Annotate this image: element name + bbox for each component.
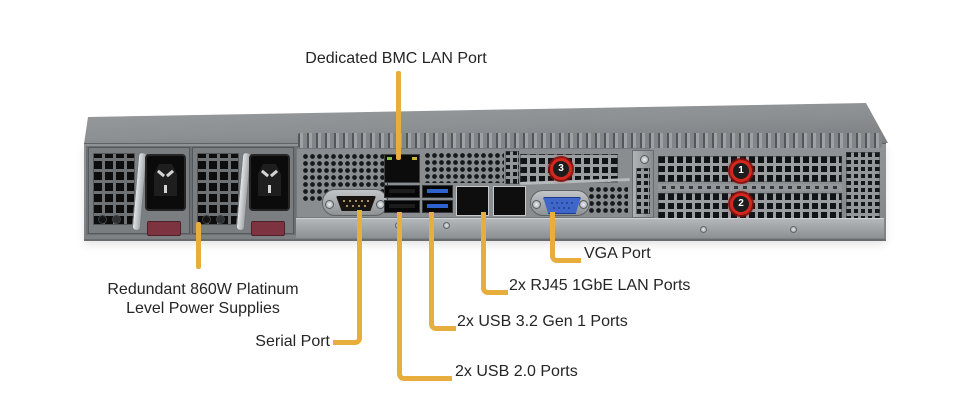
- slot-badge-3: 3: [550, 158, 572, 180]
- callout-line-lan: [481, 212, 508, 295]
- label-power-supplies-line2: Level Power Supplies: [126, 300, 280, 317]
- callout-line-bmc: [396, 71, 401, 160]
- psu-status-led: [216, 215, 225, 224]
- label-serial-port: Serial Port: [255, 333, 330, 350]
- ac-pin: [164, 185, 167, 193]
- label-usb2-ports: 2x USB 2.0 Ports: [455, 363, 578, 380]
- slot-divider-strip: [658, 184, 842, 191]
- psu-status-led: [202, 215, 211, 224]
- screw: [579, 200, 588, 209]
- screw: [790, 226, 797, 233]
- label-power-supplies-line1: Redundant 860W Platinum: [107, 281, 299, 298]
- psu-release-latch: [147, 221, 181, 236]
- vga-pins: [551, 202, 553, 204]
- ac-inlet-face: [258, 164, 281, 196]
- power-supply-2: [192, 147, 294, 236]
- label-lan-ports: 2x RJ45 1GbE LAN Ports: [509, 277, 691, 294]
- ac-pin: [260, 169, 270, 178]
- lan-port-1: [456, 186, 489, 216]
- ac-pin: [269, 169, 279, 178]
- psu-release-latch: [251, 221, 285, 236]
- lan-led-amber: [412, 157, 417, 160]
- divider-dashes: [662, 186, 838, 189]
- psu-status-led: [112, 215, 121, 224]
- psu-status-led: [98, 215, 107, 224]
- side-vent-grille: [846, 152, 880, 228]
- psu-vent-grid: [197, 153, 239, 225]
- callout-line-psu: [196, 222, 201, 269]
- ac-inlet-face: [154, 164, 177, 196]
- vga-port: [530, 190, 590, 216]
- top-vent-louvers: [298, 133, 882, 148]
- callout-line-vga: [550, 212, 581, 263]
- serial-pins: [343, 200, 345, 202]
- perforated-vent: [588, 186, 628, 215]
- power-supply-1: [88, 147, 190, 236]
- ac-pin: [268, 185, 271, 193]
- serial-dsub-connector: [336, 196, 376, 211]
- screw: [443, 222, 450, 229]
- ac-pin: [165, 169, 175, 178]
- slot-bracket-small: [505, 151, 519, 184]
- callout-line-usb2: [397, 212, 452, 381]
- screw: [532, 200, 541, 209]
- bracket-vent: [636, 168, 650, 214]
- usb2-port: [384, 185, 420, 198]
- screw: [640, 155, 649, 164]
- ac-inlet-socket: [249, 154, 290, 211]
- bmc-lan-port: [384, 154, 420, 183]
- screw: [325, 200, 334, 209]
- psu-vent-grid: [93, 153, 135, 225]
- slot-divider-bracket: [632, 150, 654, 218]
- label-bmc-lan-port: Dedicated BMC LAN Port: [305, 50, 487, 67]
- ac-pin: [156, 169, 166, 178]
- label-vga-port: VGA Port: [584, 245, 651, 262]
- slot-badge-2: 2: [730, 193, 752, 215]
- lan-led-green: [387, 157, 392, 160]
- ac-inlet-socket: [145, 154, 186, 211]
- usb3-port: [422, 185, 453, 198]
- callout-line-serial: [333, 210, 362, 345]
- callout-line-usb3: [429, 212, 456, 331]
- perforated-vent: [424, 152, 504, 183]
- slot-badge-1: 1: [730, 160, 752, 182]
- usb3-port: [422, 200, 453, 213]
- lan-port-2: [493, 186, 526, 216]
- label-power-supplies: Redundant 860W Platinum Level Power Supp…: [98, 280, 308, 318]
- screw: [700, 226, 707, 233]
- label-usb3-ports: 2x USB 3.2 Gen 1 Ports: [457, 313, 628, 330]
